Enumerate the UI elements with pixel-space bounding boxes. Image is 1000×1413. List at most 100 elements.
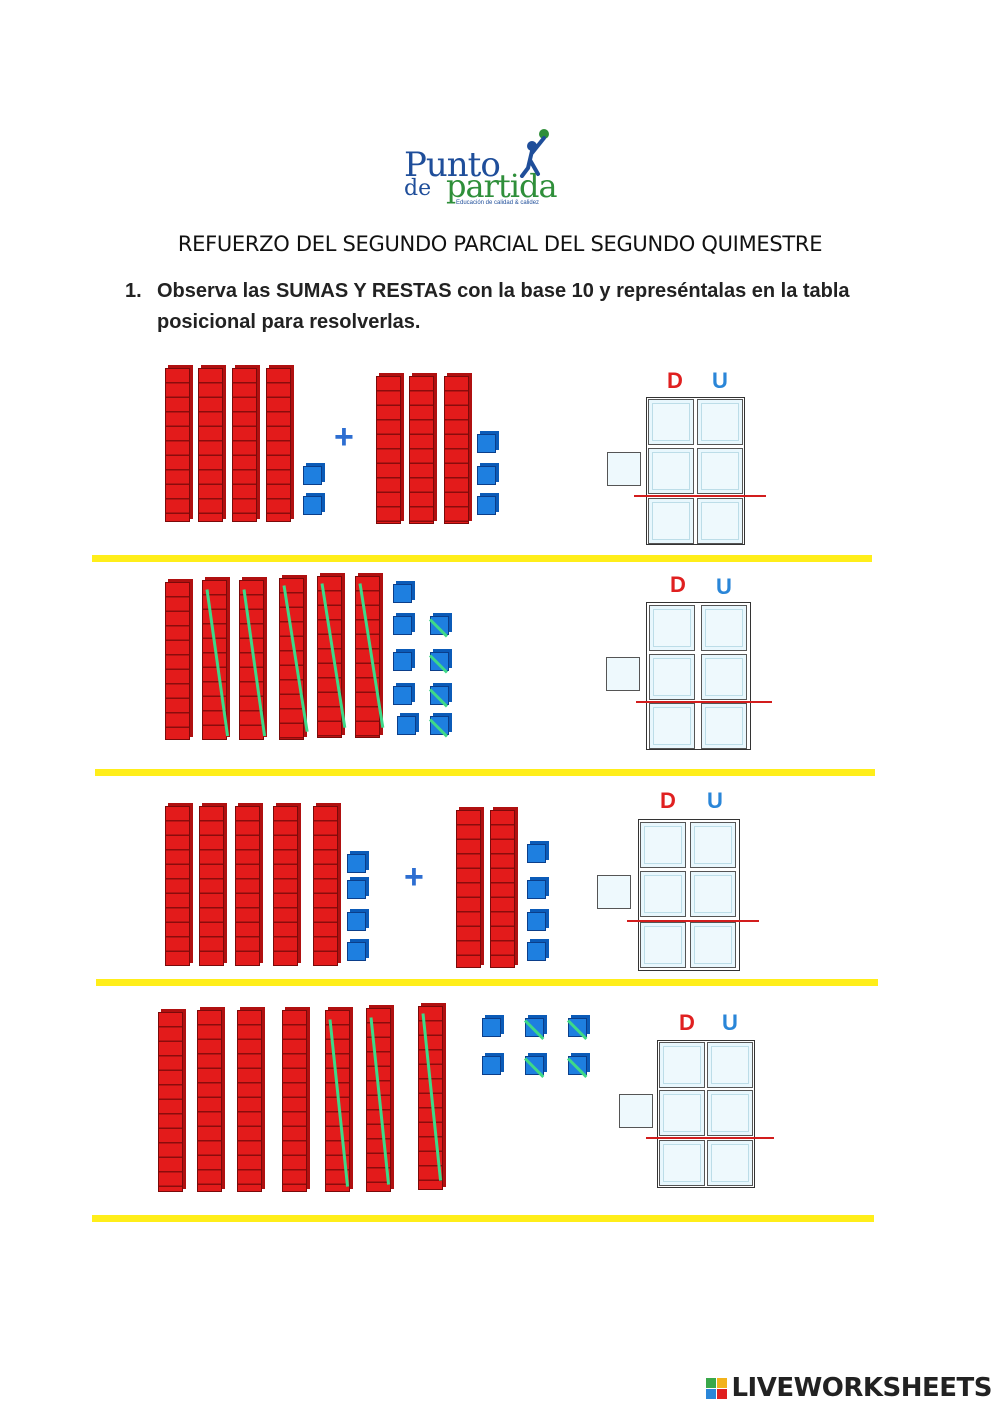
unit-cube [303, 496, 322, 515]
tens-rod [158, 1012, 183, 1192]
logo-word-de: de [404, 178, 431, 200]
footer-brand: LIVEWORKSHEETS [706, 1373, 992, 1403]
answer-cell-units-1[interactable] [697, 399, 743, 445]
sum-line [634, 495, 766, 497]
place-header-tens: D [667, 368, 683, 394]
tens-rod [199, 806, 224, 966]
answer-cell-units-2[interactable] [707, 1090, 753, 1136]
tens-rod [444, 376, 469, 524]
separator-line [96, 979, 878, 986]
difference-line [646, 1137, 774, 1139]
unit-cube [393, 584, 412, 603]
footer-brand-text: LIVEWORKSHEETS [731, 1373, 992, 1403]
tens-rod [198, 368, 223, 522]
tens-rod [197, 1010, 222, 1192]
unit-cube [430, 686, 449, 705]
unit-cube [482, 1056, 501, 1075]
difference-line [636, 701, 772, 703]
carry-box[interactable] [607, 452, 641, 486]
tens-rod [266, 368, 291, 522]
answer-cell-units-1[interactable] [707, 1042, 753, 1088]
tens-rod [232, 368, 257, 522]
answer-cell-units-result[interactable] [707, 1140, 753, 1186]
answer-cell-units-1[interactable] [690, 822, 736, 868]
separator-line [95, 769, 875, 776]
carry-box[interactable] [606, 657, 640, 691]
instruction-number: 1. [125, 276, 142, 307]
answer-cell-units-2[interactable] [690, 871, 736, 917]
answer-cell-tens-1[interactable] [659, 1042, 705, 1088]
tens-rod [165, 806, 190, 966]
unit-cube [347, 912, 366, 931]
unit-cube [477, 434, 496, 453]
tens-rod [273, 806, 298, 966]
unit-cube [477, 466, 496, 485]
place-header-tens: D [670, 572, 686, 598]
place-header-units: U [716, 574, 732, 600]
answer-cell-units-result[interactable] [697, 498, 743, 544]
liveworksheets-logo-icon [706, 1378, 727, 1399]
answer-cell-tens-1[interactable] [649, 605, 695, 651]
tens-rod [165, 582, 190, 740]
plus-sign: + [404, 860, 424, 894]
unit-cube [347, 942, 366, 961]
separator-line [92, 555, 872, 562]
logo-tagline: Educación de calidad & calidez [456, 200, 539, 206]
answer-cell-units-2[interactable] [697, 448, 743, 494]
unit-cube [527, 912, 546, 931]
unit-cube [303, 466, 322, 485]
separator-line [92, 1215, 874, 1222]
unit-cube [347, 880, 366, 899]
logo-figure-icon [518, 128, 558, 178]
unit-cube [393, 616, 412, 635]
answer-cell-tens-1[interactable] [648, 399, 694, 445]
place-header-units: U [712, 368, 728, 394]
answer-cell-tens-result[interactable] [659, 1140, 705, 1186]
unit-cube [527, 880, 546, 899]
tens-rod [355, 576, 380, 738]
unit-cube [527, 844, 546, 863]
answer-cell-units-result[interactable] [690, 922, 736, 968]
answer-cell-tens-result[interactable] [648, 498, 694, 544]
tens-rod [282, 1010, 307, 1192]
unit-cube [347, 854, 366, 873]
plus-sign: + [334, 420, 354, 454]
unit-cube [482, 1018, 501, 1037]
sum-line [627, 920, 759, 922]
tens-rod [235, 806, 260, 966]
carry-box[interactable] [619, 1094, 653, 1128]
answer-cell-units-2[interactable] [701, 654, 747, 700]
place-header-units: U [722, 1010, 738, 1036]
instruction-text-bold: SUMAS Y RESTAS [276, 280, 452, 302]
answer-cell-tens-2[interactable] [640, 871, 686, 917]
place-header-units: U [707, 788, 723, 814]
instruction-text-part1: Observa las [157, 280, 276, 302]
tens-rod [237, 1010, 262, 1192]
answer-cell-tens-1[interactable] [640, 822, 686, 868]
unit-cube [527, 942, 546, 961]
answer-cell-tens-2[interactable] [659, 1090, 705, 1136]
unit-cube [393, 686, 412, 705]
place-header-tens: D [660, 788, 676, 814]
carry-box[interactable] [597, 875, 631, 909]
page-title: REFUERZO DEL SEGUNDO PARCIAL DEL SEGUNDO… [0, 232, 1000, 256]
tens-rod [490, 810, 515, 968]
tens-rod [409, 376, 434, 524]
tens-rod [279, 578, 304, 740]
answer-cell-tens-2[interactable] [648, 448, 694, 494]
unit-cube [430, 616, 449, 635]
answer-cell-units-1[interactable] [701, 605, 747, 651]
answer-cell-tens-result[interactable] [640, 922, 686, 968]
tens-rod [376, 376, 401, 524]
answer-cell-units-result[interactable] [701, 703, 747, 749]
instruction: 1. Observa las SUMAS Y RESTAS con la bas… [125, 276, 925, 338]
unit-cube [397, 716, 416, 735]
logo: Punto de partida Educación de calidad & … [400, 128, 600, 210]
tens-rod [317, 576, 342, 738]
answer-cell-tens-2[interactable] [649, 654, 695, 700]
tens-rod [313, 806, 338, 966]
answer-cell-tens-result[interactable] [649, 703, 695, 749]
tens-rod [165, 368, 190, 522]
place-header-tens: D [679, 1010, 695, 1036]
unit-cube [430, 652, 449, 671]
